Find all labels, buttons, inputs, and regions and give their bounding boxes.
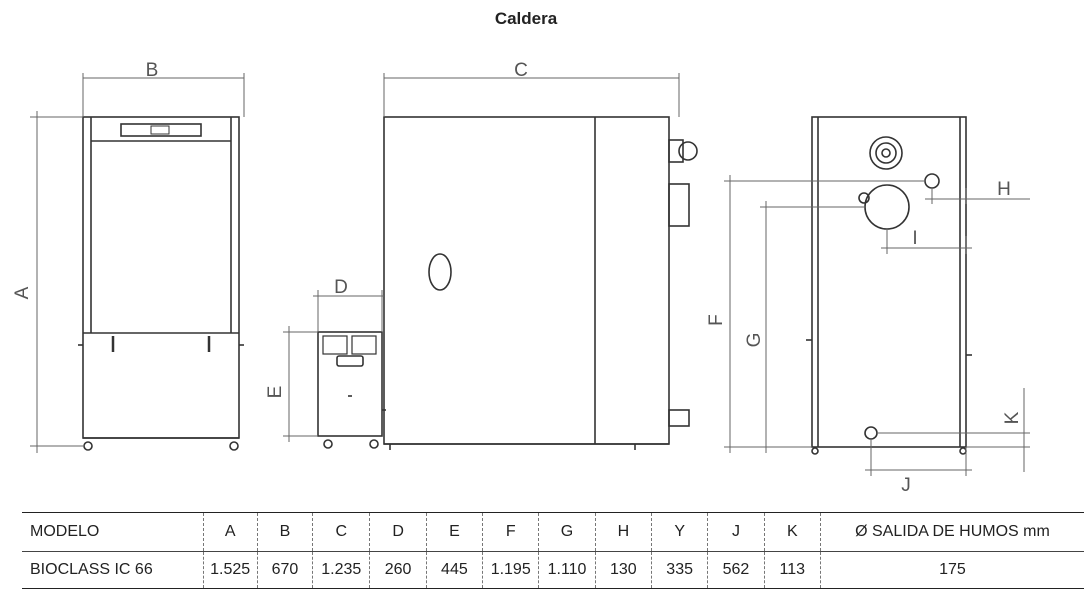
dim-label-i: I — [912, 228, 917, 249]
front-view — [78, 116, 244, 451]
control-panel — [120, 123, 202, 137]
dim-label-f: F — [706, 314, 727, 326]
wheel — [229, 441, 239, 451]
table-header-cell: G — [538, 512, 596, 552]
table-header-cell: B — [256, 512, 313, 552]
table-cell: 113 — [763, 551, 821, 589]
table-header-cell: Y — [650, 512, 708, 552]
table-row: BIOCLASS IC 66 1.525 670 1.235 260 445 1… — [22, 551, 1084, 589]
fan-outlet — [869, 136, 903, 170]
ash-box-handle — [336, 355, 364, 367]
table-cell: 130 — [594, 551, 652, 589]
table-header-cell: MODELO — [22, 512, 204, 552]
side-view — [383, 116, 698, 450]
table-header-cell: K — [763, 512, 821, 552]
table-header-cell: A — [202, 512, 258, 552]
table-cell: 1.525 — [202, 551, 258, 589]
table-cell: 1.110 — [538, 551, 596, 589]
table-cell: 1.235 — [312, 551, 370, 589]
table-header-cell: E — [425, 512, 483, 552]
small-port — [924, 173, 940, 189]
table-cell: 670 — [256, 551, 313, 589]
table-header-cell: H — [594, 512, 652, 552]
table-cell: 175 — [819, 551, 1084, 589]
table-header-cell: D — [369, 512, 427, 552]
boiler-technical-drawing: B A C D E F G H I K J — [12, 60, 1030, 496]
dim-label-k: K — [1002, 411, 1023, 424]
table-header-row: MODELO A B C D E F G H Y J K Ø SALIDA DE… — [22, 512, 1084, 552]
table-cell: BIOCLASS IC 66 — [22, 551, 204, 589]
table-cell: 445 — [425, 551, 483, 589]
inspection-window — [428, 253, 452, 291]
dim-label-d: D — [334, 277, 348, 298]
dim-label-b: B — [146, 60, 159, 81]
table-cell: 562 — [707, 551, 765, 589]
dim-label-a: A — [12, 286, 33, 299]
dim-label-g: G — [744, 333, 765, 348]
diagram-title: Caldera — [494, 9, 558, 28]
table-header-cell: Ø SALIDA DE HUMOS mm — [819, 512, 1084, 552]
flue-outlet — [864, 184, 910, 230]
dimensions-table: MODELO A B C D E F G H Y J K Ø SALIDA DE… — [22, 512, 1084, 589]
dim-label-e: E — [265, 386, 286, 399]
table-cell: 260 — [369, 551, 427, 589]
table-header-cell: C — [312, 512, 370, 552]
dim-label-j: J — [901, 475, 911, 496]
flue-connector — [668, 139, 684, 163]
dim-label-h: H — [997, 179, 1011, 200]
table-header-cell: J — [707, 512, 765, 552]
table-header-cell: F — [482, 512, 539, 552]
wheel — [83, 441, 93, 451]
table-cell: 335 — [650, 551, 708, 589]
drain-port — [864, 426, 878, 440]
table-cell: 1.195 — [482, 551, 539, 589]
rear-view — [806, 116, 972, 455]
dim-label-c: C — [514, 60, 528, 81]
ash-box-view — [317, 331, 386, 449]
